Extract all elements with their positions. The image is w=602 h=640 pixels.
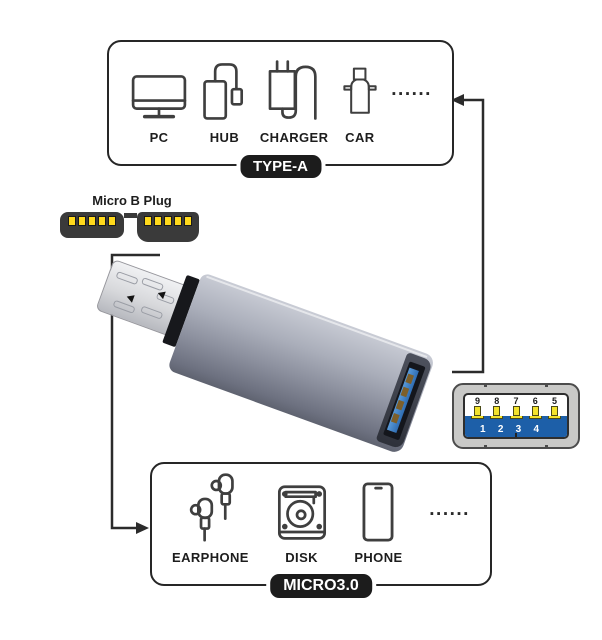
pin-number: 6 [532, 396, 538, 406]
disk-label: DISK [285, 550, 318, 565]
micro-b-left-pins [68, 216, 116, 226]
usb-a-top-pins: 9 8 7 6 5 [471, 396, 561, 419]
type-a-device-list: PC HUB [109, 42, 452, 145]
usb-a-bottom-pins: 1 2 3 4 [480, 424, 539, 435]
usb-a-port-opening [382, 361, 426, 441]
pin-number: 5 [551, 396, 557, 406]
usb-a-tongue [465, 416, 567, 437]
device-pc: PC [129, 58, 189, 145]
pin-number: 3 [515, 424, 522, 435]
pc-icon [129, 58, 189, 122]
phone-icon [361, 478, 395, 542]
pc-label: PC [149, 130, 169, 145]
type-a-badge: TYPE-A [239, 155, 322, 178]
usb-a-opening: 9 8 7 6 5 1 2 3 4 [463, 393, 569, 439]
micro-b-plug-pinout [60, 212, 199, 242]
device-hub: HUB [201, 58, 247, 145]
arrowhead-to-typea-box [451, 94, 464, 106]
pin-number: 7 [513, 396, 519, 406]
earphone-icon [182, 473, 238, 542]
car-label: CAR [345, 130, 375, 145]
usb-a-blue-tongue [386, 367, 419, 434]
micro3-devices-box: EARPHONE [150, 462, 492, 598]
car-charger-icon [341, 58, 379, 122]
micro-b-right-pins [144, 216, 192, 226]
micro3-device-list: EARPHONE [152, 464, 490, 565]
device-disk: DISK [276, 478, 328, 565]
micro3-badge: MICRO3.0 [270, 574, 372, 598]
micro-b-plug-label: Micro B Plug [92, 193, 172, 208]
charger-label: CHARGER [259, 130, 329, 145]
type-a-devices-box: PC HUB [107, 40, 454, 178]
usb-a-center-notch [515, 433, 517, 437]
device-charger: CHARGER [260, 58, 329, 145]
usb-a-receptacle-pinout: 9 8 7 6 5 1 2 3 4 [452, 383, 580, 449]
disk-icon [276, 478, 328, 542]
typea-ellipsis: ...... [391, 79, 432, 100]
hub-label: HUB [209, 130, 240, 145]
pin-number: 1 [480, 424, 486, 435]
micro-b-plug-right-section [137, 212, 199, 242]
arrowhead-to-micro-box [136, 522, 149, 534]
micro-b-plug-bridge [124, 213, 137, 218]
device-phone: PHONE [354, 478, 402, 565]
earphone-label: EARPHONE [172, 550, 249, 565]
device-car: CAR [341, 58, 379, 145]
micro3-ellipsis: ...... [429, 499, 470, 520]
pin-number: 2 [497, 424, 504, 435]
micro-b-plug-left-section [60, 212, 124, 238]
charger-icon [264, 58, 324, 122]
device-earphone: EARPHONE [172, 473, 249, 565]
adapter-usb-a-end [375, 352, 434, 450]
plug-direction-arrow [125, 292, 135, 303]
pin-number: 8 [494, 396, 500, 406]
pin-number: 9 [474, 396, 480, 406]
phone-label: PHONE [354, 550, 403, 565]
hub-icon [201, 58, 247, 122]
pin-number: 4 [533, 424, 539, 435]
